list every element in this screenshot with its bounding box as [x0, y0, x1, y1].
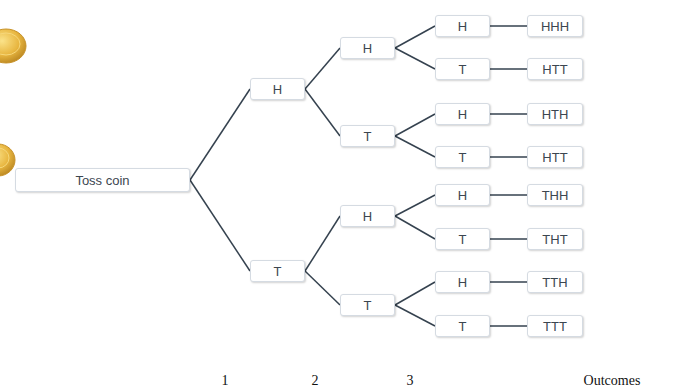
- node-label: T: [364, 298, 372, 313]
- tree-branch: [395, 136, 435, 157]
- toss-result-box: T: [340, 125, 395, 147]
- tree-branch: [190, 180, 250, 271]
- level-number: 1: [222, 373, 229, 389]
- outcome-box: THH: [527, 184, 583, 206]
- coin-icon: [0, 144, 15, 176]
- coin-icon: [0, 29, 26, 63]
- node-label: H: [458, 188, 467, 203]
- tree-branch: [490, 156, 527, 158]
- tree-branch: [190, 89, 250, 180]
- level-number: 2: [312, 373, 319, 389]
- tree-branch: [490, 238, 527, 240]
- node-label: H: [458, 275, 467, 290]
- node-label: H: [458, 107, 467, 122]
- tree-branch: [490, 68, 527, 70]
- toss-result-box: T: [435, 228, 490, 250]
- outcome-box: HTT: [527, 58, 583, 80]
- node-label: HTH: [542, 107, 569, 122]
- tree-branch: [490, 194, 527, 196]
- node-label: H: [273, 82, 282, 97]
- node-label: H: [458, 19, 467, 34]
- tree-branch: [490, 25, 527, 27]
- node-label: Toss coin: [75, 173, 129, 188]
- node-label: T: [459, 150, 467, 165]
- tree-branch: [395, 216, 435, 239]
- toss-result-box: H: [435, 184, 490, 206]
- tree-branch: [305, 48, 340, 89]
- tree-branch: [395, 195, 435, 216]
- toss-result-box: T: [435, 315, 490, 337]
- outcome-box: HTH: [527, 103, 583, 125]
- node-label: T: [459, 62, 467, 77]
- tree-branch: [395, 282, 435, 305]
- level-number: 3: [407, 373, 414, 389]
- node-label: T: [459, 232, 467, 247]
- tree-branch: [490, 281, 527, 283]
- toss-result-box: H: [435, 15, 490, 37]
- toss-result-box: T: [340, 294, 395, 316]
- outcome-box: TTH: [527, 271, 583, 293]
- node-label: TTT: [543, 319, 567, 334]
- tree-branch: [490, 325, 527, 327]
- tree-branch: [395, 305, 435, 326]
- outcome-box: HTT: [527, 146, 583, 168]
- node-label: HHH: [541, 19, 569, 34]
- node-label: THH: [542, 188, 569, 203]
- toss-result-box: T: [435, 146, 490, 168]
- tree-branch: [395, 26, 435, 48]
- outcome-box: HHH: [527, 15, 583, 37]
- node-label: HTT: [542, 150, 567, 165]
- toss-result-box: H: [340, 205, 395, 227]
- toss-result-box: T: [250, 260, 305, 282]
- outcome-box: THT: [527, 228, 583, 250]
- tree-branch: [305, 216, 340, 271]
- outcome-box: TTT: [527, 315, 583, 337]
- start-box: Toss coin: [15, 168, 190, 192]
- toss-result-box: H: [435, 103, 490, 125]
- node-label: THT: [542, 232, 567, 247]
- toss-result-box: T: [435, 58, 490, 80]
- node-label: TTH: [542, 275, 567, 290]
- toss-result-box: H: [435, 271, 490, 293]
- node-label: H: [363, 41, 372, 56]
- node-label: T: [364, 129, 372, 144]
- node-label: HTT: [542, 62, 567, 77]
- tree-branch: [395, 114, 435, 136]
- column-heading: Outcomes: [584, 373, 641, 389]
- toss-result-box: H: [250, 78, 305, 100]
- tree-branch: [395, 48, 435, 69]
- node-label: T: [459, 319, 467, 334]
- tree-branch: [305, 271, 340, 305]
- node-label: H: [363, 209, 372, 224]
- node-label: T: [274, 264, 282, 279]
- tree-branch: [490, 113, 527, 115]
- toss-result-box: H: [340, 37, 395, 59]
- tree-branch: [305, 89, 340, 136]
